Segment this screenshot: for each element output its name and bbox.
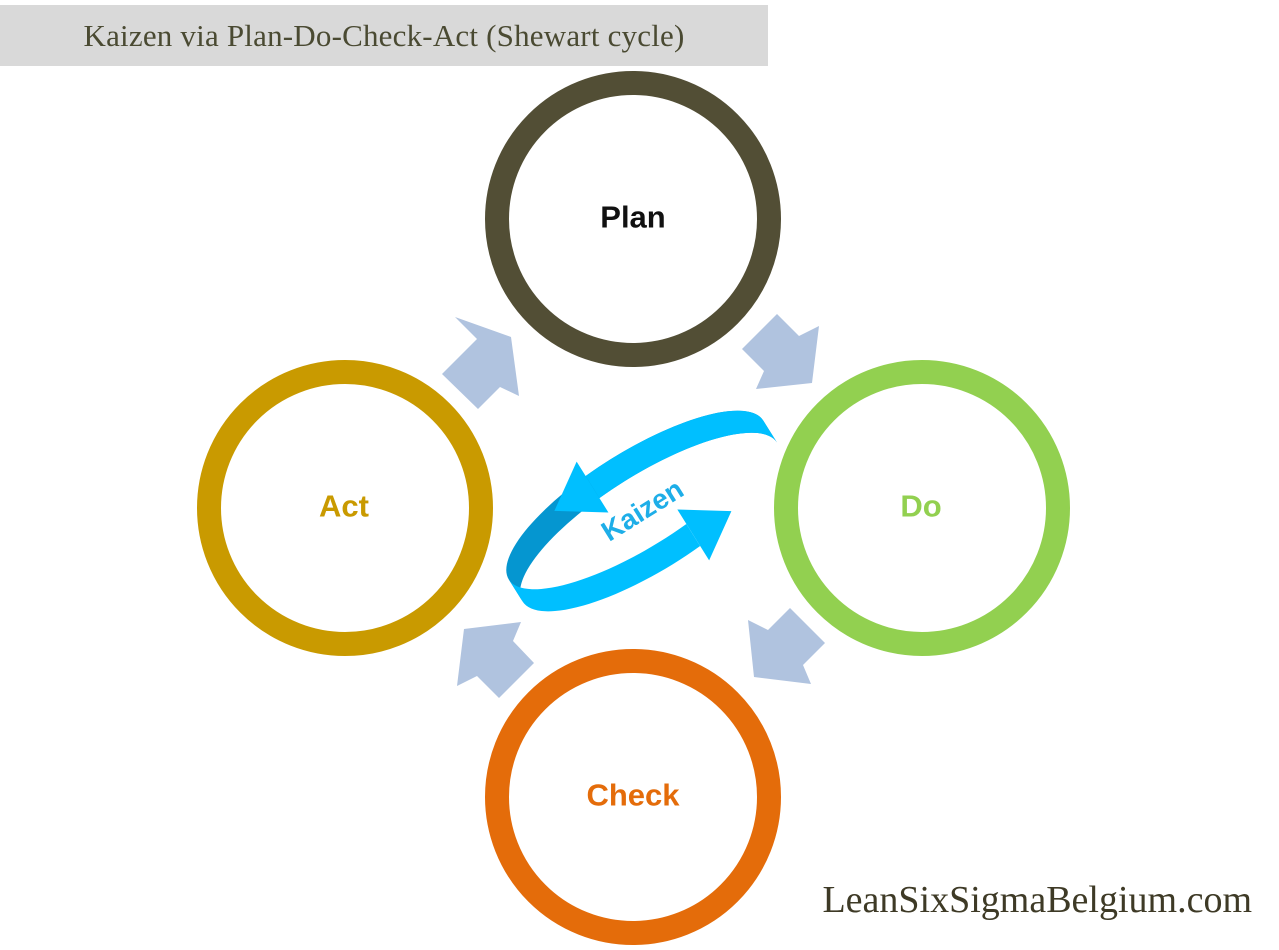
arrow-check-to-act [457, 622, 534, 698]
connector-arrows [442, 314, 825, 698]
plan-label: Plan [600, 200, 665, 235]
stage-plan: Plan [485, 71, 781, 367]
stage-do: Do [774, 360, 1070, 656]
kaizen-band-front-upper [585, 410, 777, 499]
page-title: Kaizen via Plan-Do-Check-Act (Shewart cy… [83, 17, 685, 53]
arrow-act-to-plan [442, 317, 519, 409]
kaizen-band-front-lower [508, 523, 701, 612]
act-label: Act [319, 489, 369, 524]
website-footer: LeanSixSigmaBelgium.com [822, 879, 1252, 921]
arrow-plan-to-do [742, 314, 819, 389]
arrow-do-to-check [748, 608, 825, 684]
do-label: Do [900, 489, 941, 524]
check-ring [485, 649, 781, 945]
kaizen-cycle: Kaizen [506, 410, 777, 612]
check-label: Check [586, 778, 680, 813]
do-ring [774, 360, 1070, 656]
plan-ring [485, 71, 781, 367]
title-bar: Kaizen via Plan-Do-Check-Act (Shewart cy… [0, 5, 768, 66]
stage-check: Check [485, 649, 781, 945]
stage-act: Act [197, 360, 493, 656]
kaizen-arrowhead-lower [677, 509, 732, 561]
kaizen-arrowhead-upper [554, 461, 609, 513]
act-ring [197, 360, 493, 656]
